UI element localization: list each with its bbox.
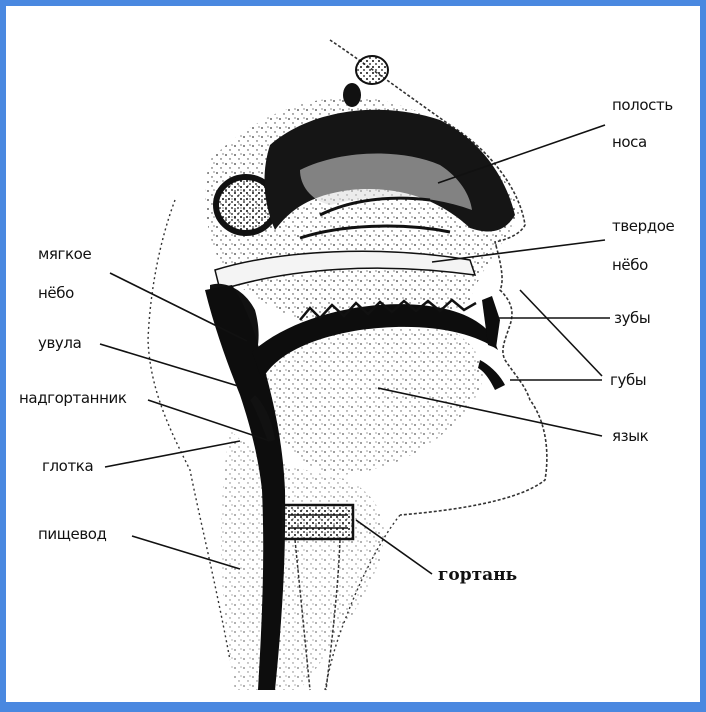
label-tongue: язык xyxy=(612,427,648,445)
label-nasal-cavity-line1: полость xyxy=(612,96,673,114)
label-esophagus: пищевод xyxy=(38,525,107,543)
label-teeth: зубы xyxy=(614,309,650,327)
leader-lips-1 xyxy=(520,290,602,376)
label-lips: губы xyxy=(610,371,646,389)
leader-uvula xyxy=(100,344,238,386)
frontal-sinus xyxy=(356,56,388,84)
larynx-box xyxy=(283,505,353,539)
label-larynx: гортань xyxy=(438,566,517,584)
leader-pharynx xyxy=(105,441,240,467)
label-uvula: увула xyxy=(38,334,81,352)
label-hard-palate-line2: нёбо xyxy=(612,256,648,274)
label-soft-palate-line2: нёбо xyxy=(38,284,74,302)
label-nasal-cavity-line2: носа xyxy=(612,133,647,151)
label-soft-palate-line1: мягкое xyxy=(38,245,91,263)
label-pharynx: глотка xyxy=(42,457,93,475)
sinus-small xyxy=(343,83,361,107)
label-hard-palate-line1: твердое xyxy=(612,217,674,235)
label-epiglottis: надгортанник xyxy=(19,389,127,407)
